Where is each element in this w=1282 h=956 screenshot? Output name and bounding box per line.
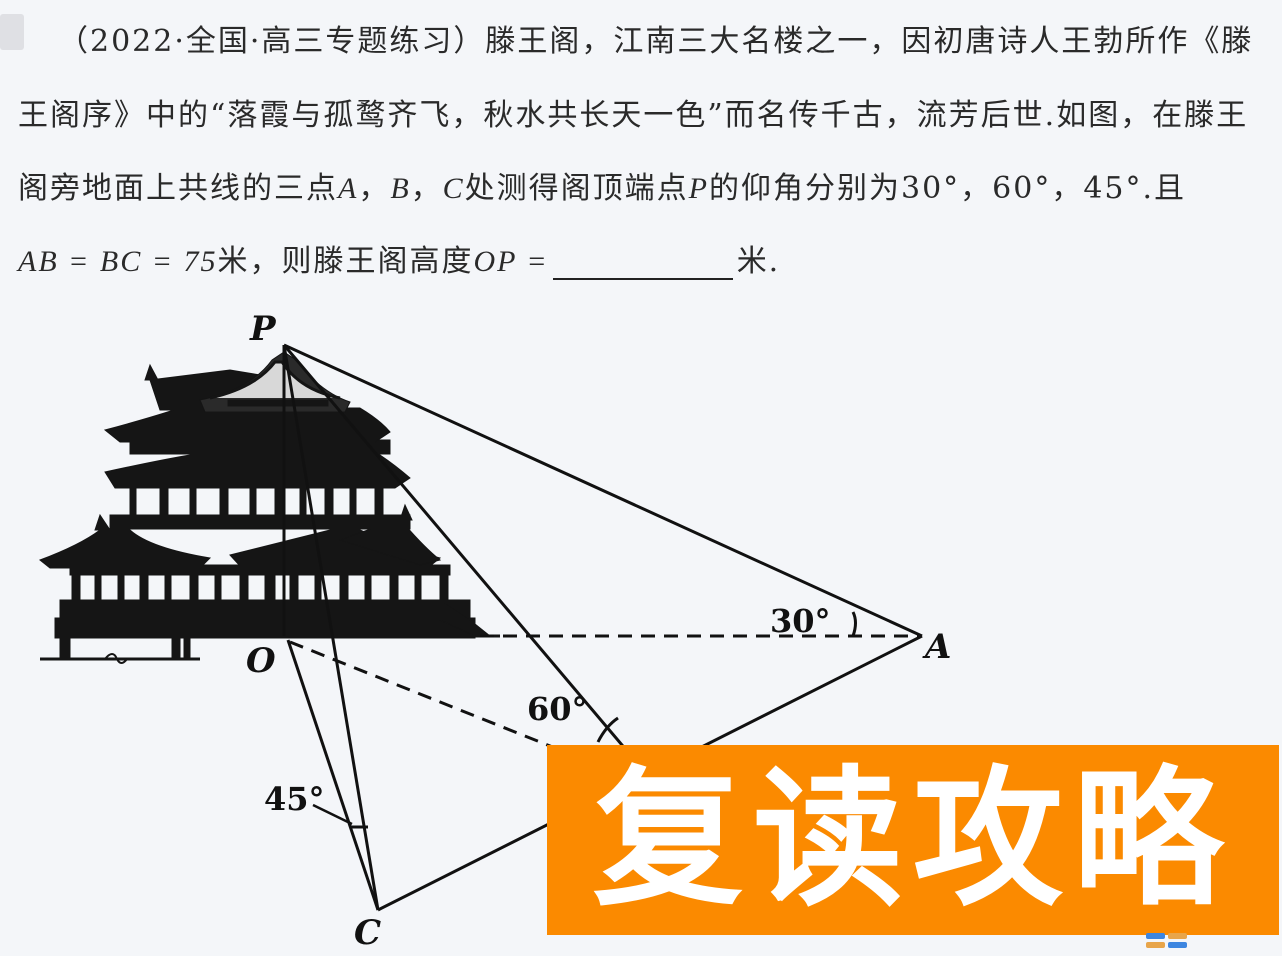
label-O: O xyxy=(246,641,276,681)
banner-text: 复读攻略 xyxy=(592,753,1233,927)
question-marker-icon xyxy=(0,14,24,50)
answer-blank[interactable] xyxy=(552,250,733,280)
point-labels: P O A C 30° 60° 45° xyxy=(246,309,951,953)
problem-source: （2022·全国·高三专题练习） xyxy=(58,24,486,59)
label-P: P xyxy=(249,309,277,349)
angle-arc-A xyxy=(851,611,857,637)
problem-line-2: 王阁序》中的“落霞与孤鹜齐飞，秋水共长天一色”而名传千古，流芳后世.如图，在滕王 xyxy=(18,98,1249,133)
label-C: C xyxy=(354,913,381,953)
problem-line-3: 阁旁地面上共线的三点A，B，C处测得阁顶端点P的仰角分别为30°，60°，45°… xyxy=(18,171,1187,206)
angle-label-30: 30° xyxy=(770,602,831,640)
line-PA xyxy=(283,343,923,638)
line-PC xyxy=(282,344,380,911)
watermark-banner: 复读攻略 xyxy=(547,745,1279,935)
label-A: A xyxy=(922,627,951,667)
problem-line-1: （2022·全国·高三专题练习）滕王阁，江南三大名楼之一，因初唐诗人王勃所作《滕 xyxy=(58,24,1254,59)
angle-label-60: 60° xyxy=(527,690,588,728)
line-PB xyxy=(282,344,662,791)
angle-pointer-C xyxy=(312,803,353,826)
line-OC xyxy=(286,639,380,911)
problem-line-4: AB = BC = 75米，则滕王阁高度OP =米. xyxy=(18,244,781,280)
geometry-diagram: P O A C 30° 60° 45° xyxy=(39,309,951,953)
app-logo-icon xyxy=(1146,933,1187,948)
equation: AB = BC = 75 xyxy=(18,245,218,278)
angle-arc-B xyxy=(596,716,619,743)
pavilion-illustration xyxy=(39,351,500,664)
angle-label-45: 45° xyxy=(264,780,325,818)
